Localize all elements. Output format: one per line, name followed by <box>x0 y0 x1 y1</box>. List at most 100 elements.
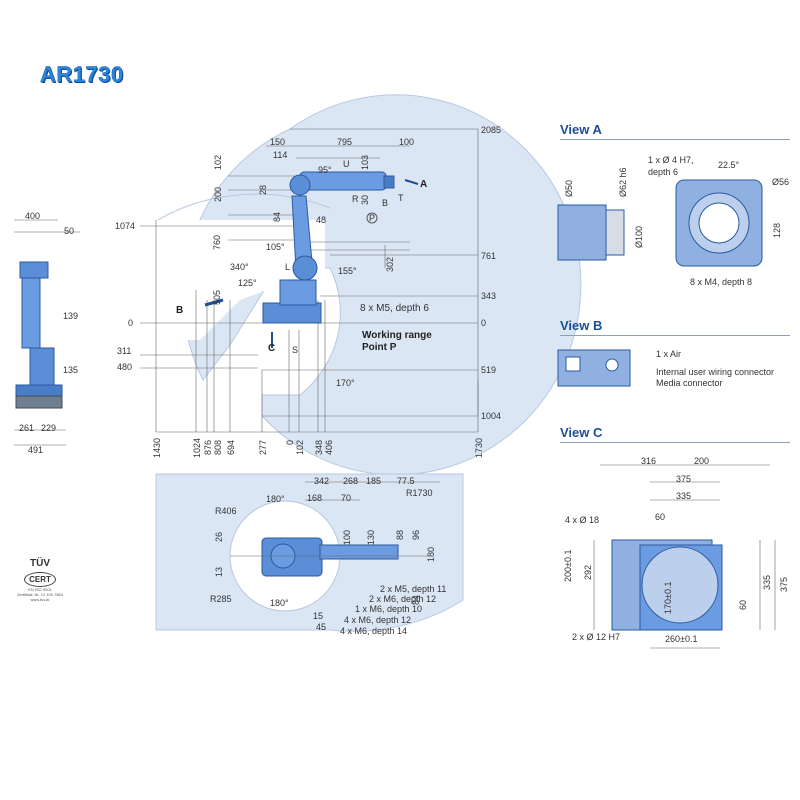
axis-label-r: R <box>352 194 359 204</box>
view-c-holes-12: 2 x Ø 12 H7 <box>572 632 621 642</box>
side-view <box>14 219 80 446</box>
view-c-dim-170-tol: 170±0.1 <box>663 581 673 614</box>
side-dim-261: 261 <box>19 423 35 433</box>
view-b-media: Media connector <box>656 378 723 388</box>
top-note-2: 2 x M6, depth 12 <box>369 594 437 604</box>
main-right-dim-0: 0 <box>481 318 487 328</box>
working-range-label: Working range <box>362 330 432 341</box>
bolt-note: 8 x M5, depth 6 <box>360 303 429 314</box>
view-c-title: View C <box>560 425 603 440</box>
main-right-dim-519: 519 <box>481 365 497 375</box>
top-angle-180-lower: 180° <box>270 598 289 608</box>
main-vdim-28: 28 <box>258 184 268 195</box>
main-vdim-760: 760 <box>212 234 222 250</box>
view-c-dim-260-tol: 260±0.1 <box>665 634 698 644</box>
view-c-dim-375: 375 <box>676 474 692 484</box>
axis-label-u: U <box>343 159 350 169</box>
view-c-dim-200: 200 <box>694 456 710 466</box>
top-vdim-180: 180 <box>426 546 436 562</box>
main-vdim-302: 302 <box>385 256 395 272</box>
top-vdim-13: 13 <box>214 566 224 577</box>
top-vdim-96: 96 <box>411 529 421 540</box>
radius-406: R406 <box>215 506 237 516</box>
point-p-marker: P <box>369 213 376 223</box>
view-a-rule <box>560 139 790 140</box>
view-a-arrow-label: A <box>420 179 428 190</box>
side-dim-50: 50 <box>64 226 75 236</box>
main-vdim-48: 48 <box>316 215 327 225</box>
view-b-rule <box>560 335 790 336</box>
view-a-dim-62: Ø62 h6 <box>618 167 628 197</box>
view-a-pin-depth: depth 6 <box>648 167 679 177</box>
angle-95: 95° <box>318 165 332 175</box>
top-view <box>155 473 464 632</box>
view-a-pin-note: 1 x Ø 4 H7, <box>648 155 694 165</box>
view-a-dim-128: 128 <box>772 222 782 238</box>
top-dim-342: 342 <box>314 476 330 486</box>
top-vdim-100: 100 <box>342 529 352 545</box>
view-a-dim-100: Ø100 <box>634 225 644 248</box>
point-p-label: Point P <box>362 342 397 353</box>
tuv-cert-logo: TÜV CERT EN ISO 9001 Zertifikat: Nr. 12 … <box>10 558 70 602</box>
view-c-dim-60-top: 60 <box>655 512 666 522</box>
top-bottom-dim-45: 45 <box>316 622 327 632</box>
axis-label-l: L <box>285 262 291 272</box>
model-title: AR1730 <box>40 62 124 87</box>
top-note-4: 4 x M6, depth 12 <box>344 615 412 625</box>
main-left-dim-311: 311 <box>117 346 132 356</box>
top-vdim-88: 88 <box>395 529 405 540</box>
main-vdim-103: 103 <box>360 154 370 170</box>
main-vdim-84: 84 <box>272 211 282 222</box>
main-right-dim-761: 761 <box>481 251 497 261</box>
top-dim-185: 185 <box>366 476 382 486</box>
top-vdim-26: 26 <box>214 531 224 542</box>
cert-line-1: EN ISO 9001 <box>28 587 52 592</box>
view-b-air: 1 x Air <box>656 349 682 359</box>
top-vdim-130: 130 <box>366 529 376 545</box>
view-c-holes-18: 4 x Ø 18 <box>565 515 600 525</box>
cert-mark: CERT <box>24 572 56 587</box>
main-vdim-505: 505 <box>212 289 222 305</box>
robot-main-view <box>204 171 419 348</box>
top-angle-180-upper: 180° <box>266 494 285 504</box>
angle-340: 340° <box>230 262 249 272</box>
main-bottom-dim-277: 277 <box>258 439 268 455</box>
top-dim-77-5: 77.5 <box>397 476 415 486</box>
top-dim-168: 168 <box>307 493 323 503</box>
radius-1730: R1730 <box>406 488 433 498</box>
axis-label-t: T <box>398 193 404 203</box>
top-note-3: 1 x M6, depth 10 <box>355 604 423 614</box>
main-bottom-dim-876: 876 <box>203 439 213 455</box>
side-dim-139: 139 <box>63 311 79 321</box>
view-c-drawing <box>593 464 776 649</box>
angle-170: 170° <box>336 378 355 388</box>
main-top-dim-150: 150 <box>270 137 286 147</box>
cert-brand: TÜV <box>30 558 50 569</box>
view-c-rule <box>560 442 790 443</box>
main-vdim-102: 102 <box>213 154 223 170</box>
side-dim-135: 135 <box>63 365 79 375</box>
main-bottom-dim-808: 808 <box>213 439 223 455</box>
side-dim-229: 229 <box>41 423 57 433</box>
main-bottom-dim-102: 102 <box>295 439 305 455</box>
view-a-bolts: 8 x M4, depth 8 <box>690 277 753 287</box>
main-bottom-dim-1430: 1430 <box>152 437 162 458</box>
axis-label-s: S <box>292 345 299 355</box>
main-top-dim-114: 114 <box>273 150 288 160</box>
main-bottom-dim-694: 694 <box>226 439 236 455</box>
main-right-dim-343: 343 <box>481 291 497 301</box>
view-c-dim-60-side: 60 <box>738 599 748 610</box>
main-dimension-lines <box>140 128 479 433</box>
main-bottom-dim-1730: 1730 <box>474 437 484 458</box>
main-left-dim-0: 0 <box>128 318 134 328</box>
view-c-dim-335-side: 335 <box>762 574 772 590</box>
working-range-envelope <box>157 94 582 476</box>
main-vdim-200: 200 <box>213 186 223 202</box>
main-left-dim-480: 480 <box>117 362 133 372</box>
axis-label-c: C <box>268 343 276 354</box>
top-bottom-dim-15: 15 <box>313 611 324 621</box>
main-left-dim-1074: 1074 <box>115 221 136 231</box>
side-dim-400: 400 <box>25 211 41 221</box>
view-c-dim-292: 292 <box>583 564 593 580</box>
